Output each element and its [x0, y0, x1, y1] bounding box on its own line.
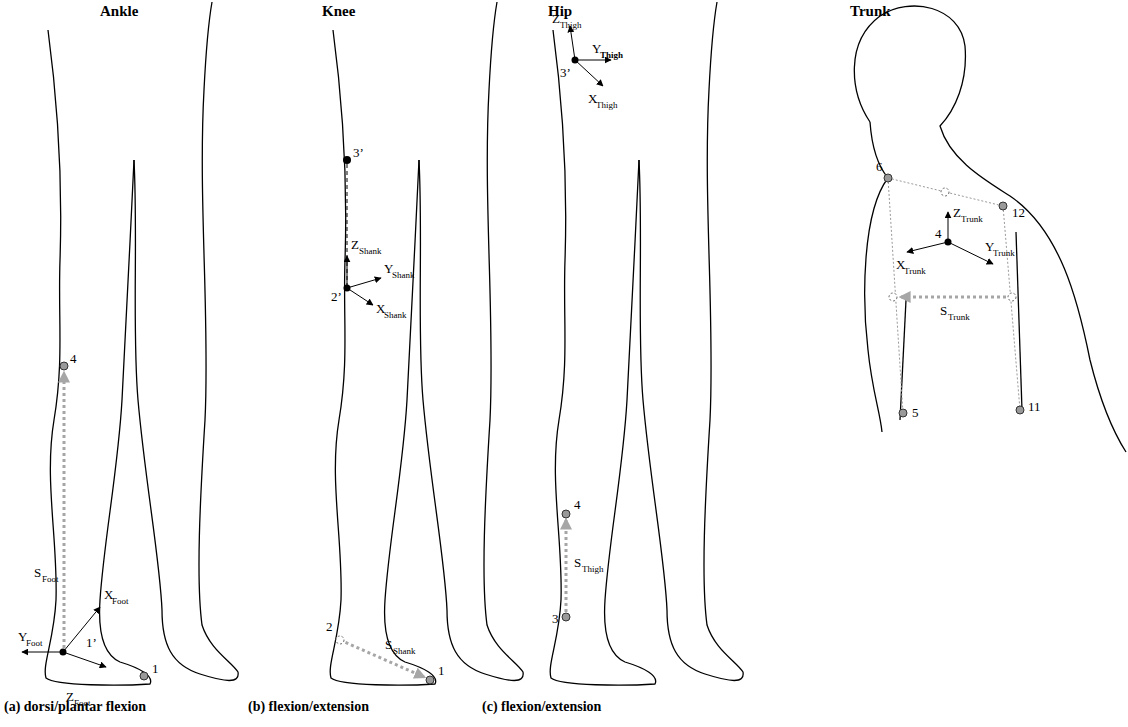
axis-subscript: Trunk: [904, 267, 926, 276]
axis-letter: X: [896, 258, 905, 271]
axis-subscript: Thigh: [600, 51, 623, 60]
axis-letter: Y: [18, 630, 27, 643]
callout-number: 4: [935, 227, 942, 240]
axis-subscript: Trunk: [948, 313, 970, 322]
panel-caption: (c) flexion/extension: [482, 700, 601, 714]
axis-subscript: Shank: [393, 647, 416, 656]
axis-letter: Y: [985, 240, 994, 253]
panel-title: Knee: [322, 4, 355, 19]
panel-title: Ankle: [100, 4, 138, 19]
callout-number: 4: [574, 498, 581, 511]
callout-number: 2’: [331, 290, 342, 303]
panel-caption: (a) dorsi/plantar flexion: [4, 700, 146, 714]
callout-number: 3’: [560, 66, 571, 79]
axis-subscript: Trunk: [961, 215, 983, 224]
axis-subscript: Shank: [359, 247, 382, 256]
callout-number: 3’: [353, 146, 364, 159]
axis-subscript: Thigh: [560, 21, 582, 30]
axis-letter: X: [104, 588, 113, 601]
axis-subscript: Shank: [384, 311, 407, 320]
callout-number: 1: [438, 664, 445, 677]
axis-subscript: Foot: [42, 575, 59, 584]
callout-number: 3: [552, 612, 559, 625]
axis-subscript: Thigh: [596, 101, 618, 110]
axis-letter: Z: [552, 12, 560, 25]
leg-outline: [45, 2, 238, 685]
axis-letter: X: [588, 92, 597, 105]
axis-letter: Y: [592, 42, 601, 55]
leg-outline: [550, 2, 743, 685]
axis-subscript: Trunk: [993, 249, 1015, 258]
axis-letter: Z: [351, 238, 359, 251]
callout-number: 12: [1012, 206, 1025, 219]
axis-letter: S: [385, 638, 392, 651]
axis-subscript: Foot: [26, 639, 43, 648]
callout-number: 4: [70, 352, 77, 365]
callout-number: 6: [876, 160, 883, 173]
axis-subscript: Foot: [112, 597, 129, 606]
panel-title: Trunk: [850, 4, 891, 19]
callout-number: 2: [326, 620, 333, 633]
axis-letter: X: [376, 302, 385, 315]
axis-letter: Y: [384, 262, 393, 275]
axis-letter: S: [574, 556, 581, 569]
axis-letter: S: [34, 566, 41, 579]
callout-number: 1’: [86, 636, 97, 649]
panel-caption: (b) flexion/extension: [248, 700, 369, 714]
callout-number: 11: [1028, 400, 1041, 413]
panel-title: Hip: [548, 4, 572, 19]
axis-subscript: Shank: [392, 271, 415, 280]
axis-subscript: Thigh: [582, 565, 604, 574]
callout-number: 5: [912, 406, 919, 419]
callout-number: 1: [152, 662, 159, 675]
axis-letter: S: [940, 304, 947, 317]
axis-letter: Z: [953, 206, 961, 219]
leg-outline: [330, 2, 523, 685]
